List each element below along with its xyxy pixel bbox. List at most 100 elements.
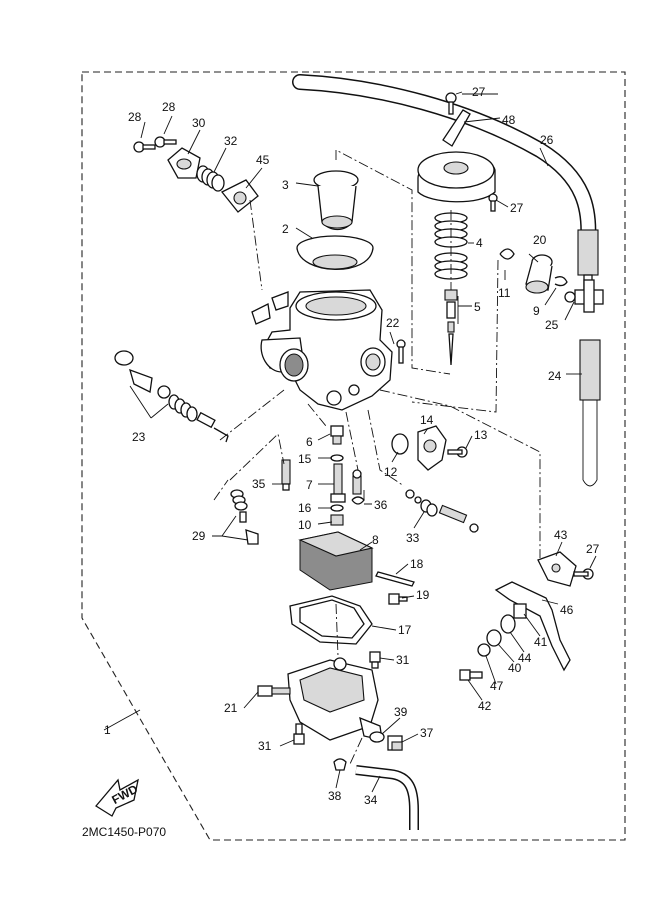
callout-23: 23 [132,430,146,444]
jet-35 [281,459,291,491]
callout-12: 12 [384,465,398,479]
assembly-lines [213,149,541,765]
housing-14 [417,425,447,471]
callout-14: 14 [420,413,434,427]
callout-28: 28 [162,100,176,114]
assembly-border [81,71,626,841]
callout-labels: 27 48 26 27 4 5 20 11 9 25 24 28 28 30 3… [104,85,600,807]
top-cover [417,92,498,212]
screw-28b [154,136,177,148]
callout-38: 38 [328,789,342,803]
callout-30: 30 [192,116,206,130]
callout-45: 45 [256,153,270,167]
hose-24 [579,339,601,487]
callout-27: 27 [472,85,486,99]
callout-47: 47 [490,679,504,693]
jet-set-36 [351,469,365,505]
screw-22 [396,339,406,364]
jet-needle-5 [444,289,458,366]
drain-plug-37 [387,735,403,751]
washer-40 [486,629,502,647]
screw-31a [369,651,381,669]
float-bowl [287,657,383,741]
starter-plunger-23 [114,350,229,443]
screw-19 [388,593,408,605]
callout-27: 27 [586,542,600,556]
callout-1: 1 [104,723,111,737]
callout-28: 28 [128,110,142,124]
callout-32: 32 [224,134,238,148]
callout-29: 29 [192,529,206,543]
callout-6: 6 [306,435,313,449]
float-pin-18 [375,571,415,587]
washer-16 [330,504,344,512]
main-jet-holder-7 [330,463,346,503]
callout-34: 34 [364,793,378,807]
o-ring-39 [369,731,385,743]
callout-26: 26 [540,133,554,147]
clip-38 [333,758,347,771]
gasket-17 [289,595,373,645]
spring-4 [434,212,468,280]
spring-32 [196,165,225,192]
pilot-screw-set-29 [230,489,259,545]
callout-40: 40 [508,661,522,675]
callout-43: 43 [554,528,568,542]
callout-15: 15 [298,452,312,466]
carburetor-body [251,289,393,411]
leader-lines [103,91,597,793]
callout-39: 39 [394,705,408,719]
callout-48: 48 [502,113,516,127]
callout-46: 46 [560,603,574,617]
callout-21: 21 [224,701,238,715]
clip-9 [554,276,568,287]
o-ring-12 [391,433,409,455]
callout-35: 35 [252,477,266,491]
callout-17: 17 [398,623,412,637]
callout-10: 10 [298,518,312,532]
callout-16: 16 [298,501,312,515]
callout-36: 36 [374,498,388,512]
callout-3: 3 [282,178,289,192]
callout-41: 41 [534,635,548,649]
callout-9: 9 [533,304,540,318]
callout-44: 44 [518,651,532,665]
callout-37: 37 [420,726,434,740]
washer-44 [500,614,516,634]
screw-13 [447,446,468,458]
needle-jet-6 [330,425,344,445]
lever-43 [537,551,577,587]
main-jet-10 [330,514,344,526]
callout-27: 27 [510,201,524,215]
screw-42 [459,669,483,681]
plate-30 [167,147,201,179]
collar-41 [513,603,527,619]
bracket-46 [494,581,571,672]
screw-31b [293,723,305,745]
fwd-arrow-icon: FWD [95,778,140,817]
callout-33: 33 [406,531,420,545]
callout-18: 18 [410,557,424,571]
piston-valve-3 [313,170,359,231]
float-8 [298,531,374,591]
callout-11: 11 [498,286,511,300]
washer-47 [477,643,491,657]
callout-22: 22 [386,316,400,330]
callout-42: 42 [478,699,492,713]
callout-4: 4 [476,236,483,250]
clip-11 [499,248,515,260]
callout-5: 5 [474,300,481,314]
o-ring-15 [330,454,344,462]
callout-2: 2 [282,222,289,236]
callout-8: 8 [372,533,379,547]
drain-hose-34 [355,765,419,830]
diagram-code: 2MC1450-P070 [82,825,166,839]
housing-45 [220,179,259,213]
cable-adjuster [564,279,604,313]
diaphragm-2 [296,235,374,271]
callout-7: 7 [306,478,313,492]
screw-28a [133,141,156,153]
callout-20: 20 [533,233,547,247]
callout-19: 19 [416,588,430,602]
